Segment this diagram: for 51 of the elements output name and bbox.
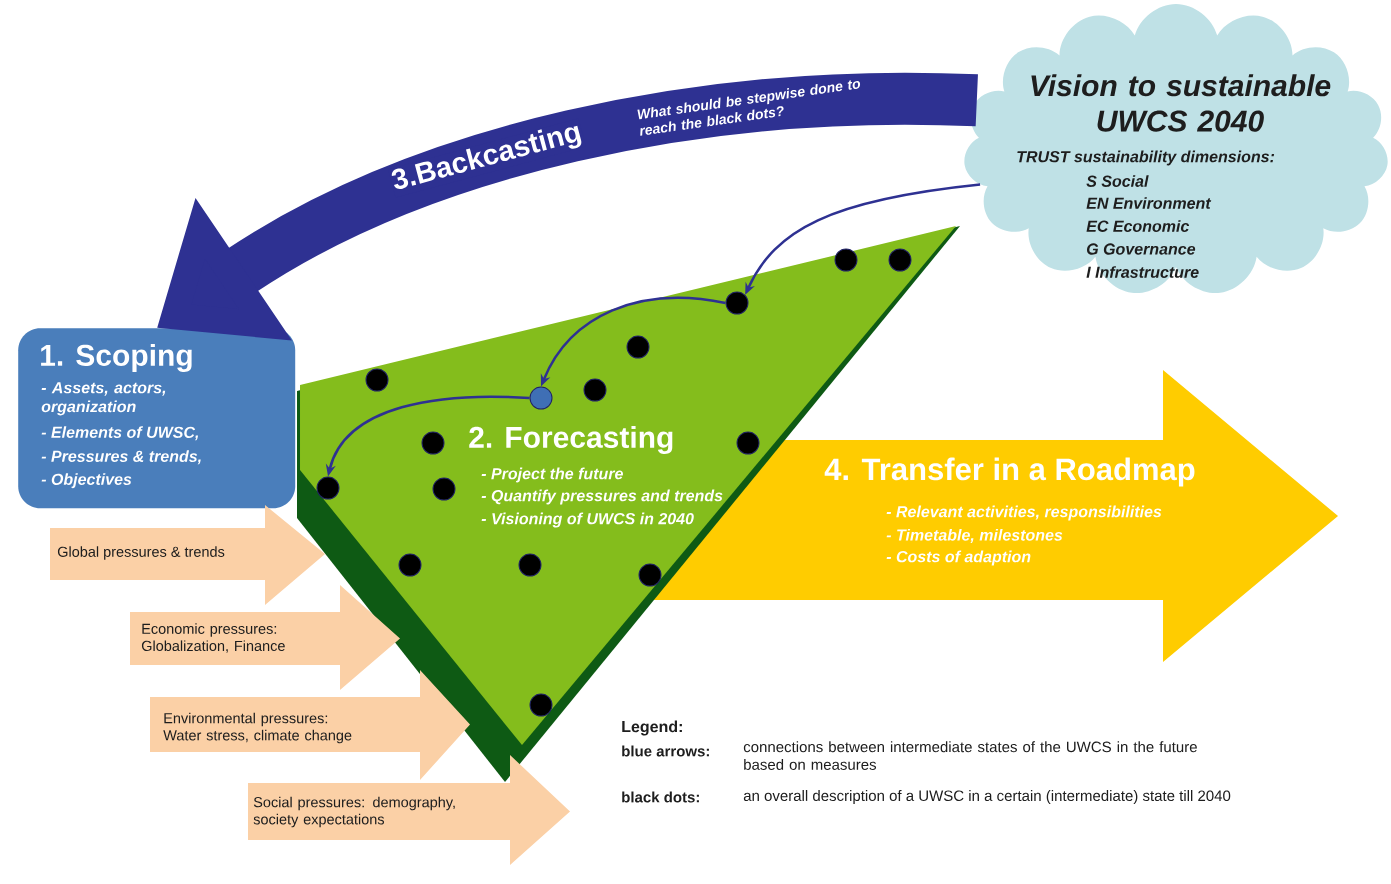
dot xyxy=(529,386,553,410)
box-text: Environmental pressures: Water stress, climate change xyxy=(163,712,352,744)
box-text: Social pressures: demography, society expectations xyxy=(253,796,455,828)
dot xyxy=(736,431,760,455)
dimension-text: EC Economic xyxy=(1086,220,1190,232)
cloud-shape xyxy=(964,4,1388,294)
dot xyxy=(316,476,340,500)
box-text: Global pressures & trends xyxy=(57,546,225,560)
dot xyxy=(529,693,553,717)
dot xyxy=(626,335,650,359)
legend-key: black dots: xyxy=(622,791,699,803)
bullet-text: - Assets, actors, organization xyxy=(41,382,166,416)
box-text: Economic pressures: Globalization, Finance xyxy=(141,623,285,653)
arrow-note: What should be stepwise done to reach the black dots? xyxy=(637,80,861,136)
bullet-text: - Pressures & trends, xyxy=(41,450,201,465)
dot xyxy=(432,477,456,501)
pointed-box xyxy=(130,585,400,690)
dot xyxy=(518,553,542,577)
dimension-text: G Governance xyxy=(1087,243,1196,255)
bullet-text: - Quantify pressures and trends xyxy=(481,489,723,505)
dot xyxy=(725,291,749,315)
dimension-text: EN Environment xyxy=(1086,197,1212,209)
bullet-text: - Visioning of UWCS in 2040 xyxy=(481,512,694,528)
box-heading: 1. Scoping xyxy=(41,343,192,373)
arrow-heading: 4. Transfer in a Roadmap xyxy=(824,457,1195,487)
cloud-heading: Vision to sustainable UWCS 2040 xyxy=(1031,74,1331,132)
dot xyxy=(421,431,445,455)
triangle-heading: 2. Forecasting xyxy=(469,425,673,455)
bullet-text: - Objectives xyxy=(41,473,132,489)
dimension-text: I Infrastructure xyxy=(1086,266,1199,278)
bullet-text: - Relevant activities, responsibilities xyxy=(886,505,1162,521)
dot xyxy=(888,248,912,272)
legend-text: connections between intermediate states of the UWCS in the future based on measures xyxy=(743,741,1197,770)
dot xyxy=(638,563,662,587)
dimension-text: S Social xyxy=(1086,175,1149,187)
pointed-box xyxy=(50,505,325,605)
bullet-text: - Project the future xyxy=(481,467,623,483)
bullet-text: - Elements of UWSC, xyxy=(41,426,199,441)
dot xyxy=(834,248,858,272)
pointed-box xyxy=(248,755,570,865)
legend-key: blue arrows: xyxy=(622,745,709,757)
dot xyxy=(398,553,422,577)
legend-text: an overall description of a UWSC in a certain (intermediate) state till 2040 xyxy=(743,790,1231,804)
cloud-subheading: TRUST sustainability dimensions: xyxy=(1017,150,1275,166)
rounded-box xyxy=(18,328,296,509)
pointed-box xyxy=(150,670,470,780)
bullet-text: - Costs of adaption xyxy=(886,550,1031,566)
bullet-text: - Timetable, milestones xyxy=(886,529,1063,544)
legend-heading: Legend: xyxy=(622,720,682,736)
dot xyxy=(583,378,607,402)
dot xyxy=(365,368,389,392)
